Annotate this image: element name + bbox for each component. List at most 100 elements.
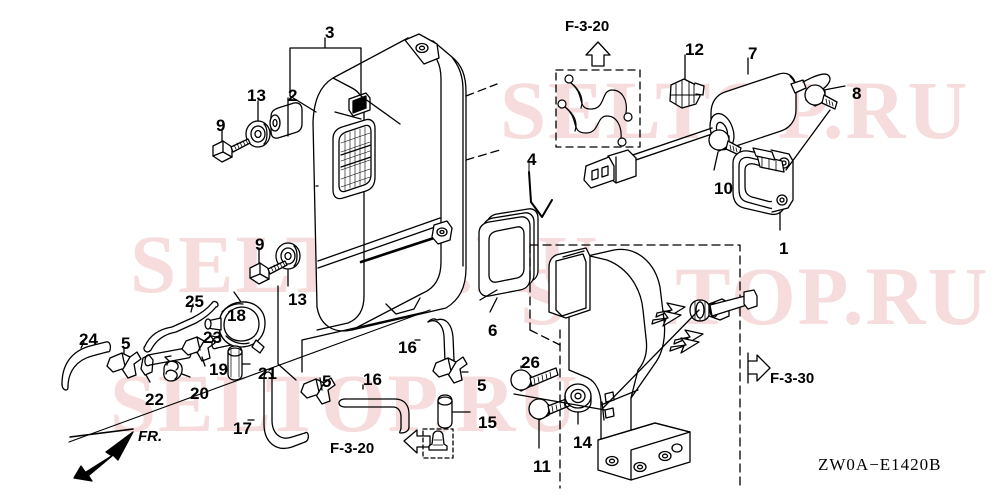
callout-number: 9 bbox=[255, 235, 265, 254]
wire-harness-symbol bbox=[557, 74, 633, 147]
bolt-part-26 bbox=[510, 367, 559, 392]
leader-5-mid bbox=[319, 377, 323, 391]
callout-number: 22 bbox=[145, 390, 164, 409]
callout-number: 11 bbox=[533, 457, 551, 476]
leader-19 bbox=[201, 356, 206, 367]
callout-number: 17 bbox=[233, 419, 252, 438]
fr-baseline bbox=[69, 428, 134, 438]
callout-number: 13 bbox=[288, 290, 307, 309]
hose-part-17 bbox=[263, 371, 310, 449]
callout-number: 7 bbox=[748, 44, 758, 63]
duct-leader-line bbox=[602, 309, 700, 409]
pipe-part-15 bbox=[437, 394, 453, 429]
section-arrow-right bbox=[747, 352, 771, 384]
assembly-arrows bbox=[651, 302, 704, 354]
air-cleaner-housing bbox=[312, 33, 501, 332]
hose-part-24 bbox=[61, 341, 112, 391]
reference-ground-line bbox=[68, 309, 431, 443]
front-direction-arrow bbox=[73, 431, 134, 482]
bolt-part-9-upper bbox=[212, 138, 251, 163]
leader-10 bbox=[713, 151, 719, 171]
breather-tube-part-16-right bbox=[427, 318, 455, 363]
leader-duct-line2 bbox=[513, 393, 606, 411]
bolt-part-8 bbox=[804, 84, 838, 110]
long-leader-13 bbox=[277, 285, 297, 381]
callout-number: 12 bbox=[685, 40, 704, 59]
section-arrow-up bbox=[585, 41, 611, 67]
air-intake-duct bbox=[548, 247, 691, 481]
regulator-part-18 bbox=[204, 301, 266, 354]
collar-part-14 bbox=[564, 383, 592, 413]
fuel-filter-part-7 bbox=[623, 72, 831, 165]
callout-number: 18 bbox=[227, 306, 246, 325]
callout-number: 1 bbox=[779, 239, 789, 258]
duct-grommet-bolt bbox=[689, 289, 758, 322]
watermark-text: SELTOP.RU bbox=[110, 357, 580, 449]
callout-number: 5 bbox=[322, 372, 332, 391]
callout-number: 16 bbox=[363, 370, 382, 389]
gasket-part-6 bbox=[478, 208, 539, 297]
pipe-part-21 bbox=[227, 345, 243, 381]
callout-number: 5 bbox=[121, 334, 131, 353]
joint-part-19 bbox=[181, 335, 216, 362]
drawing-number: ZW0A−E1420B bbox=[818, 455, 942, 474]
callout-number: 2 bbox=[288, 86, 298, 105]
hose-joint-part-5-mid bbox=[300, 377, 336, 405]
section-reference-label[interactable]: F-3-30 bbox=[770, 370, 815, 387]
callout-number: 16 bbox=[398, 338, 417, 357]
hose-joint-part-5-right bbox=[432, 356, 468, 384]
leader-24 bbox=[80, 341, 85, 349]
callout-number: 15 bbox=[478, 413, 497, 432]
leader-6b bbox=[479, 289, 498, 301]
callout-number: 21 bbox=[258, 364, 277, 383]
dashed-box-duct bbox=[529, 244, 741, 491]
long-leader-housing bbox=[301, 311, 426, 373]
leader-3b bbox=[360, 95, 401, 125]
callout-number: 6 bbox=[488, 321, 498, 340]
callout-number: 10 bbox=[714, 179, 733, 198]
callout-number: 20 bbox=[190, 384, 209, 403]
leader-2 bbox=[289, 95, 317, 113]
callout-number: 26 bbox=[521, 353, 540, 372]
section-arrow-left bbox=[403, 429, 431, 454]
callout-number: 14 bbox=[573, 433, 592, 452]
leader-8-to-bracket bbox=[785, 109, 831, 171]
bolt-part-9-lower bbox=[249, 260, 288, 285]
callout-number: 23 bbox=[203, 328, 222, 347]
hose-part-25 bbox=[143, 300, 219, 353]
callout-number: 8 bbox=[852, 84, 862, 103]
wire-clamp-part-12 bbox=[669, 78, 705, 109]
leader-20 bbox=[181, 373, 191, 378]
leader-22 bbox=[145, 374, 151, 383]
section-reference-label[interactable]: F-3-20 bbox=[330, 440, 375, 457]
washer-part-13-upper bbox=[245, 120, 271, 148]
callout-number: 4 bbox=[527, 150, 537, 169]
bolt-part-10 bbox=[708, 129, 742, 156]
front-direction-label: FR. bbox=[138, 428, 163, 445]
callout-number: 19 bbox=[209, 360, 228, 379]
dashed-box-grommet bbox=[422, 428, 454, 459]
leader-6 bbox=[489, 297, 498, 313]
hose-joint-part-5-left bbox=[106, 351, 142, 379]
breather-tube-part-16-mid bbox=[338, 398, 410, 434]
callout-number: 24 bbox=[79, 330, 98, 349]
section-reference-label[interactable]: F-3-20 bbox=[565, 18, 610, 35]
leader-8 bbox=[823, 85, 846, 91]
callout-number: 3 bbox=[325, 23, 335, 42]
collar-part-2 bbox=[269, 100, 303, 139]
callout-number: 9 bbox=[216, 116, 226, 135]
callout-bracket-3 bbox=[289, 37, 362, 97]
grommet-symbol bbox=[428, 430, 448, 451]
clamp-part-20 bbox=[163, 355, 183, 382]
callout-number: 5 bbox=[477, 376, 487, 395]
leader-18 bbox=[233, 291, 242, 303]
dashed-box-harness bbox=[555, 69, 641, 148]
leader-25 bbox=[190, 303, 194, 313]
filter-bracket-part-1 bbox=[732, 147, 794, 216]
leader-23 bbox=[211, 335, 221, 339]
callout-number: 13 bbox=[247, 86, 266, 105]
callout-number: 25 bbox=[185, 292, 204, 311]
fuel-connector bbox=[583, 149, 637, 189]
